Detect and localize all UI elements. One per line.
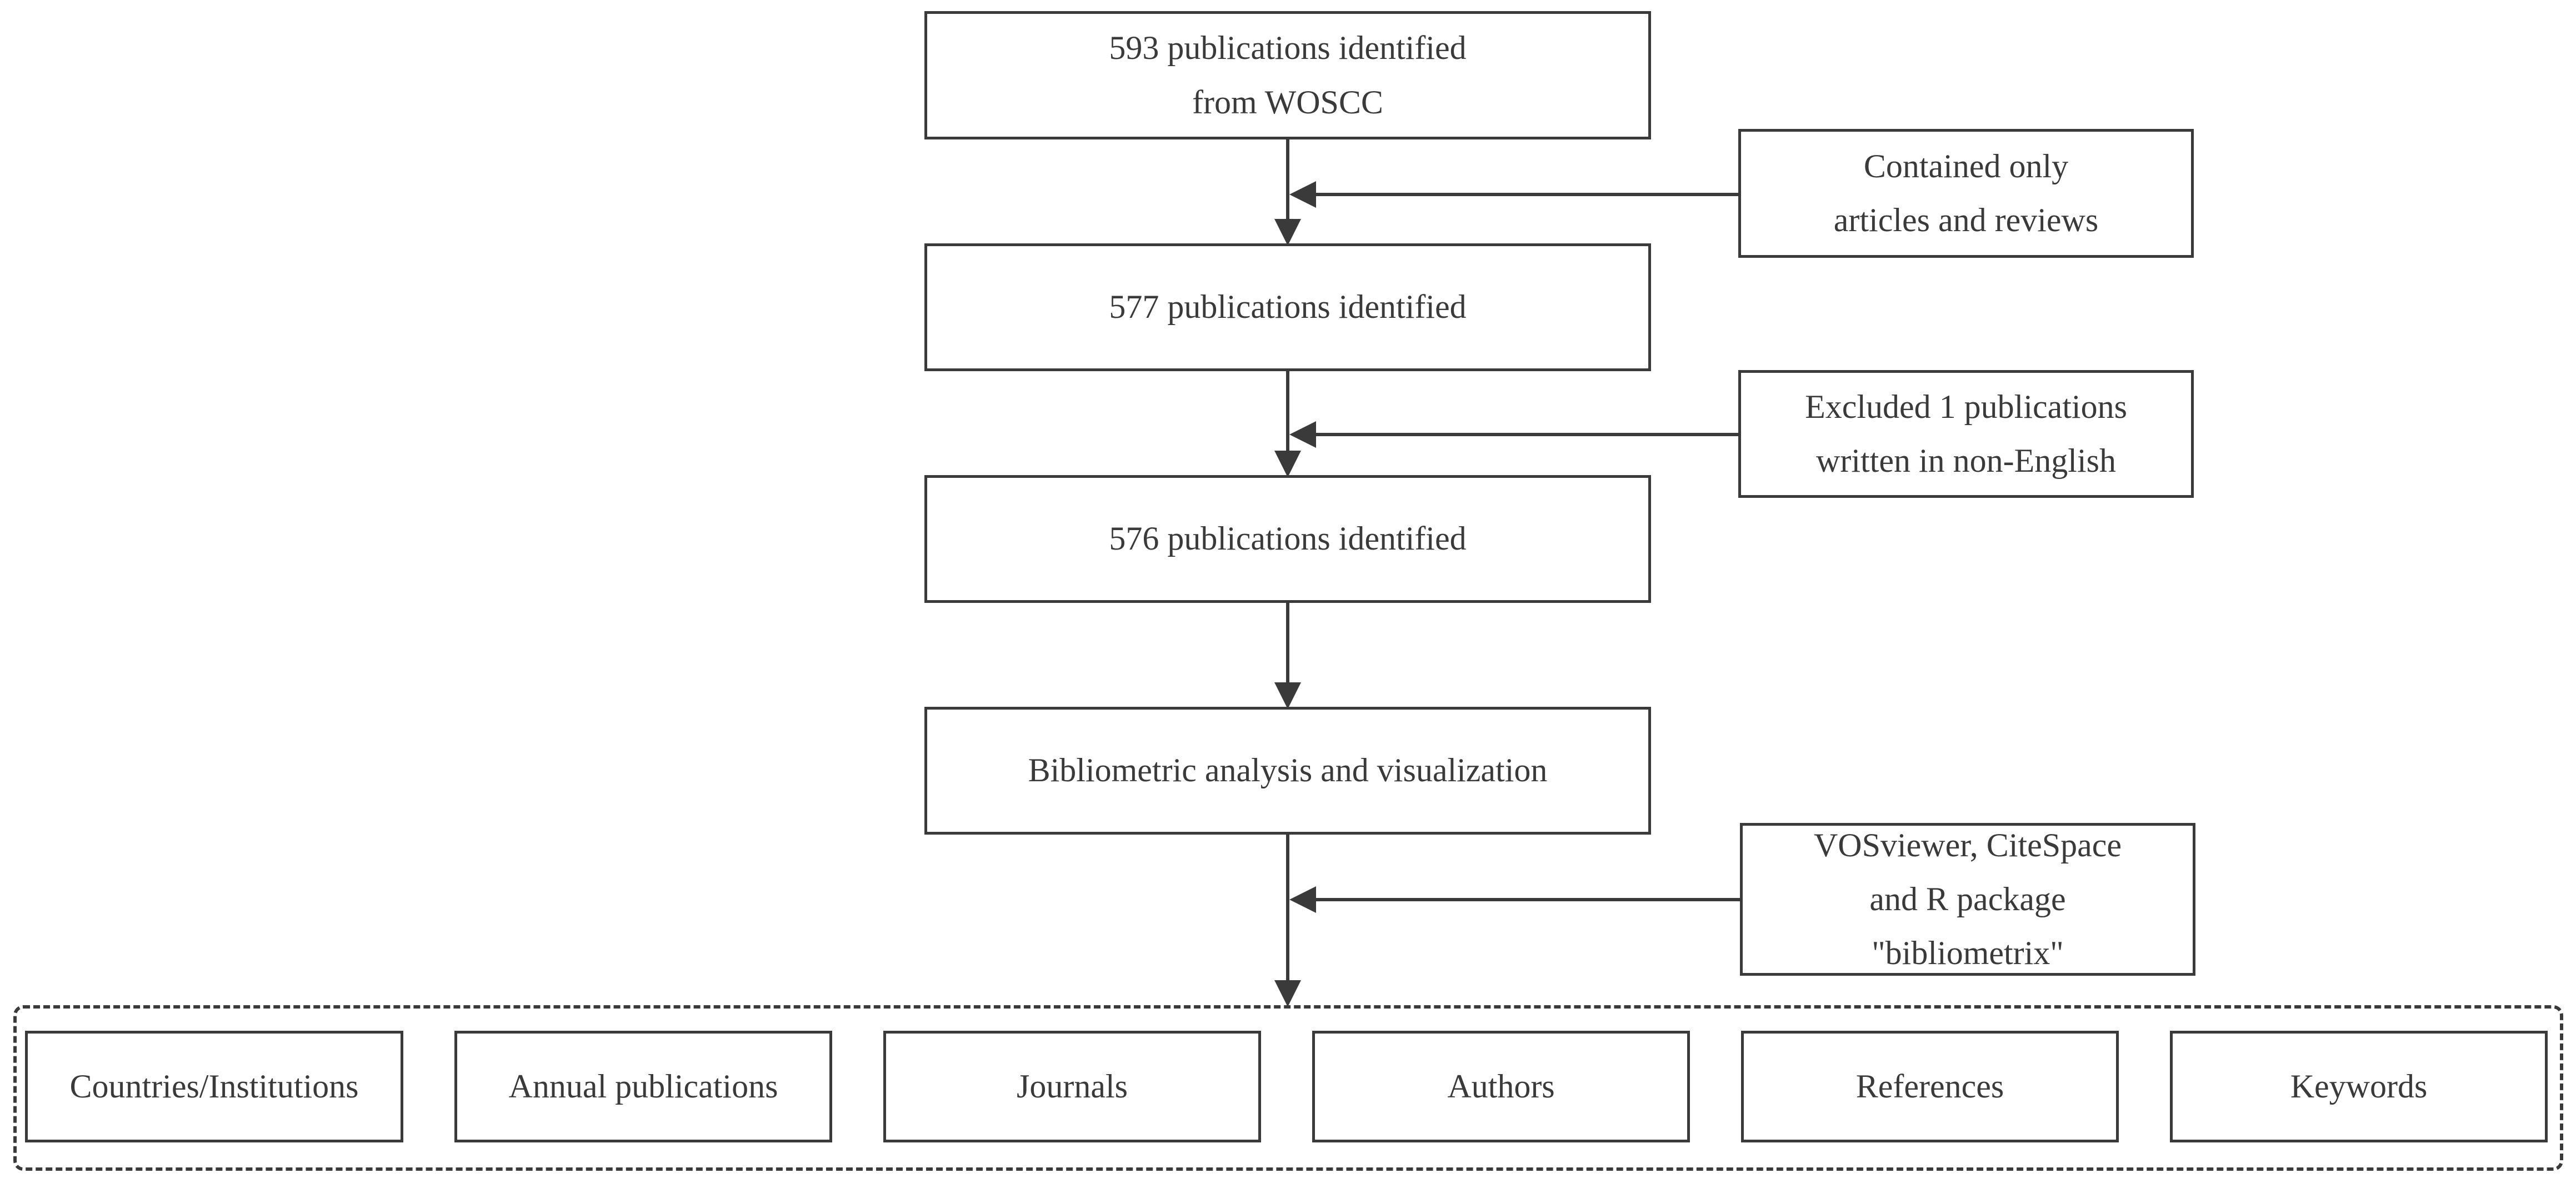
tools-box: VOSviewer, CiteSpace and R package "bibl… xyxy=(1740,823,2195,976)
step1-line1: 593 publications identified xyxy=(1109,29,1467,67)
step3-box: 576 publications identified xyxy=(924,475,1651,603)
filter2-box: Excluded 1 publications written in non-E… xyxy=(1738,370,2194,498)
output-references: References xyxy=(1741,1031,2119,1142)
step1-line2: from WOSCC xyxy=(1192,83,1383,121)
filter1-box: Contained only articles and reviews xyxy=(1738,129,2194,258)
tools-line2: and R package xyxy=(1869,880,2066,917)
tools-line3: "bibliometrix" xyxy=(1872,935,2064,972)
step2-text: 577 publications identified xyxy=(1109,288,1467,326)
step2-box: 577 publications identified xyxy=(924,243,1651,371)
output-authors: Authors xyxy=(1312,1031,1690,1142)
step3-text: 576 publications identified xyxy=(1109,520,1467,557)
step1-box: 593 publications identified from WOSCC xyxy=(924,11,1651,139)
filter1-line2: articles and reviews xyxy=(1833,202,2099,238)
output-label: Journals xyxy=(1017,1067,1128,1105)
output-keywords: Keywords xyxy=(2170,1031,2548,1142)
filter2-line1: Excluded 1 publications xyxy=(1805,388,2127,425)
filter1-line1: Contained only xyxy=(1863,147,2069,184)
output-countries-institutions: Countries/Institutions xyxy=(25,1031,403,1142)
outputs-group xyxy=(13,1005,2563,1171)
output-label: Keywords xyxy=(2290,1067,2428,1105)
output-journals: Journals xyxy=(883,1031,1261,1142)
output-label: Countries/Institutions xyxy=(69,1067,359,1105)
output-label: Authors xyxy=(1447,1067,1555,1105)
step4-box: Bibliometric analysis and visualization xyxy=(924,707,1651,835)
output-label: Annual publications xyxy=(508,1067,778,1105)
filter2-line2: written in non-English xyxy=(1816,442,2116,479)
output-label: References xyxy=(1855,1067,2004,1105)
tools-line1: VOSviewer, CiteSpace xyxy=(1813,826,2122,863)
output-annual-publications: Annual publications xyxy=(454,1031,832,1142)
step4-text: Bibliometric analysis and visualization xyxy=(1028,752,1548,789)
